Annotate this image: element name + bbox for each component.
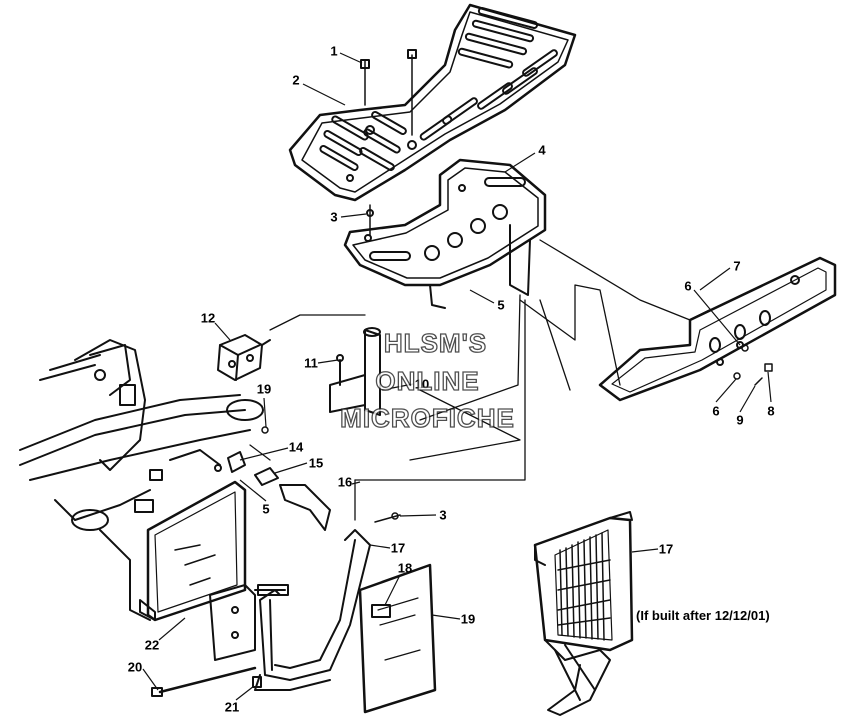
part-22-plate [139, 480, 247, 622]
callout-2: 2 [292, 72, 300, 88]
callout-12: 12 [200, 310, 216, 326]
watermark-line-3: MICROFICHE [340, 402, 515, 433]
part-17-grille-alt [533, 511, 634, 716]
part-10-tube [329, 327, 381, 416]
callout-7: 7 [733, 258, 741, 274]
callout-4: 4 [538, 142, 546, 158]
misc-screws [261, 426, 401, 523]
part-21-bracket [209, 584, 262, 688]
parts-14-15-16 [214, 451, 331, 531]
part-4-lower-rack [343, 158, 547, 309]
callout-19-lower: 19 [460, 611, 476, 627]
callout-3-lower: 3 [439, 507, 447, 523]
part-19-decal [358, 563, 437, 714]
vehicle-frame [19, 339, 264, 621]
callout-21: 21 [224, 699, 240, 715]
part-2-upper-rack [288, 3, 577, 202]
callout-14: 14 [288, 439, 304, 455]
watermark-line-1: HLSM'S [383, 327, 488, 358]
callout-17-alt: 17 [658, 541, 674, 557]
callout-5: 5 [497, 297, 505, 313]
callout-1: 1 [330, 43, 338, 59]
callout-20: 20 [127, 659, 143, 675]
callout-8: 8 [767, 403, 775, 419]
callout-10: 10 [414, 376, 430, 392]
part-12-block [217, 334, 271, 381]
callout-5-lower: 5 [262, 501, 270, 517]
watermark-line-2: ONLINE [375, 365, 480, 396]
callout-6: 6 [684, 278, 692, 294]
callout-15: 15 [308, 455, 324, 471]
part-17-guard [254, 529, 371, 691]
callout-18: 18 [397, 560, 413, 576]
leader-lines [249, 239, 691, 521]
callout-17: 17 [390, 540, 406, 556]
part-1-bolt [360, 49, 417, 236]
callout-16: 16 [337, 474, 353, 490]
callout-19-upper: 19 [256, 381, 272, 397]
callout-6-lower: 6 [712, 403, 720, 419]
callout-3: 3 [330, 209, 338, 225]
bumper-fasteners [733, 344, 773, 386]
callout-22: 22 [144, 637, 160, 653]
callout-9: 9 [736, 412, 744, 428]
callout-11: 11 [304, 355, 318, 371]
build-date-note: (If built after 12/12/01) [636, 608, 770, 623]
